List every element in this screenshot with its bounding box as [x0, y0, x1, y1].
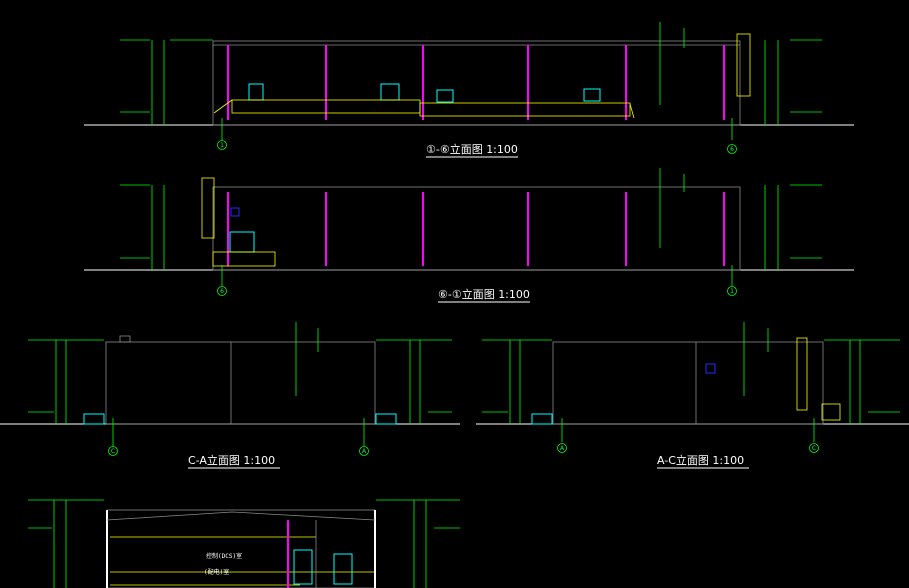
steel-ladder: [736, 33, 751, 97]
grid-label-left: C: [111, 448, 115, 455]
steel-ladder: [201, 177, 215, 239]
elevation-view-3: C A C-A立面图 1:100: [0, 322, 460, 469]
grid-bubble-right: [359, 446, 369, 456]
platform-railing: [213, 99, 635, 119]
room-label: (配电)室: [204, 568, 229, 576]
door: [293, 549, 313, 585]
columns: [227, 192, 725, 266]
dimension-lines: [28, 499, 460, 588]
grid-label-left: 1: [220, 142, 224, 149]
elevation-view-4: A C A-C立面图 1:100: [476, 322, 909, 469]
grid-bubble-right: [727, 286, 737, 296]
room-label: 控制(DCS)室: [206, 552, 242, 560]
dimension-lines: [28, 322, 452, 446]
building-outline: [212, 186, 741, 271]
elevation-view-2: 6 1 ⑥-①立面图 1:100: [84, 168, 854, 303]
platform-railing: [821, 403, 841, 421]
view-title: A-C立面图 1:100: [657, 453, 744, 467]
grid-bubble-left: [557, 443, 567, 453]
dimension-lines: [482, 322, 900, 442]
elevation-view-1: 1 6 ①-⑥立面图 1:100: [84, 22, 854, 158]
platform-railing: [212, 251, 276, 267]
building-outline: [212, 40, 741, 126]
grid-label-right: A: [362, 448, 367, 455]
columns: [227, 45, 725, 120]
grid-bubble-right: [727, 144, 737, 154]
window: [705, 363, 716, 374]
section-outline: [106, 509, 376, 588]
grid-bubble-left: [108, 446, 118, 456]
section-view: 控制(DCS)室 (配电)室: [28, 499, 460, 588]
view-title: C-A立面图 1:100: [188, 453, 275, 467]
roof-vent: [119, 335, 131, 343]
dimension-lines: [120, 22, 822, 140]
doors: [248, 83, 601, 103]
grid-label-left: 6: [220, 288, 224, 295]
building-outline: [105, 341, 376, 425]
grid-label-right: 6: [730, 146, 734, 153]
view-title: ①-⑥立面图 1:100: [426, 142, 518, 156]
double-door: [229, 231, 255, 253]
door: [333, 553, 353, 585]
step: [375, 413, 397, 425]
step: [83, 413, 105, 425]
grid-bubble-left: [217, 286, 227, 296]
grid-label-right: 1: [730, 288, 734, 295]
step: [531, 413, 553, 425]
grid-label-left: A: [560, 445, 565, 452]
dimension-lines: [120, 168, 822, 286]
grid-bubble-right: [809, 443, 819, 453]
window: [230, 207, 240, 217]
grid-label-right: C: [812, 445, 816, 452]
view-title: ⑥-①立面图 1:100: [438, 287, 530, 301]
grid-bubble-left: [217, 140, 227, 150]
steel-ladder: [796, 337, 808, 411]
building-outline: [552, 341, 824, 425]
